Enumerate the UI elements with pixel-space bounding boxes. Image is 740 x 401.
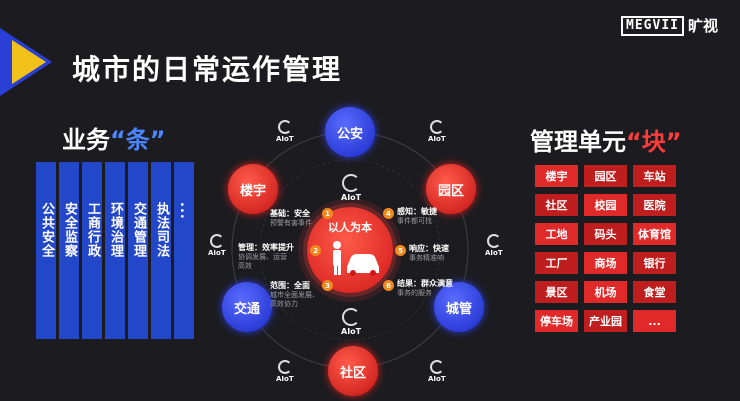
unit-cell: 停车场: [535, 310, 578, 332]
unit-cell: 产业园: [584, 310, 627, 332]
unit-cell: 车站: [633, 165, 676, 187]
feature-sub: 协调发展、运营 高效: [238, 253, 287, 270]
feature-badge: 1: [322, 208, 333, 219]
feature-badge: 3: [322, 280, 333, 291]
unit-cell: 码头: [584, 223, 627, 245]
business-column: 安全监察: [59, 162, 79, 339]
aiot-label: AIoT: [276, 375, 294, 383]
feature-head: 感知：敏捷: [397, 207, 437, 216]
node-park: 园区: [426, 164, 476, 214]
business-column-label: 环境治理: [108, 202, 123, 258]
feature-badge: 4: [383, 208, 394, 219]
unit-cell: 园区: [584, 165, 627, 187]
unit-cell: 银行: [633, 252, 676, 274]
node-urban-management: 城管: [434, 282, 484, 332]
brand-logo: MEGVII 旷视: [621, 15, 718, 36]
business-column: ...: [174, 162, 194, 339]
business-column-label: 工商行政: [85, 202, 100, 258]
business-column: 执法司法: [151, 162, 171, 339]
aiot-icon: AIoT: [428, 120, 446, 143]
feature-head: 范围：全面: [270, 281, 310, 290]
feature-sub: 事务精准响: [409, 254, 444, 262]
aiot-icon: AIoT: [276, 120, 294, 143]
aiot-label: AIoT: [341, 193, 362, 202]
feature-sub: 事件都可找: [397, 217, 432, 225]
feature-head: 基础：安全: [270, 209, 310, 218]
aiot-icon: AIoT: [208, 234, 226, 257]
business-column: 交通管理: [128, 162, 148, 339]
feature-badge: 5: [395, 245, 406, 256]
business-column: 公共安全: [36, 162, 56, 339]
brand-cn: 旷视: [687, 17, 718, 35]
node-police: 公安: [325, 107, 375, 157]
unit-grid: 楼宇 园区 车站 社区 校园 医院 工地 码头 体育馆 工厂 商场 银行 景区 …: [535, 165, 676, 332]
business-column-label: ...: [177, 202, 192, 220]
right-heading: 管理单元“块”: [530, 122, 682, 157]
left-heading: 业务“条”: [62, 120, 166, 155]
unit-cell: 食堂: [633, 281, 676, 303]
node-traffic: 交通: [222, 282, 272, 332]
city-diagram: 公安 楼宇 园区 交通 城管 社区 以人为本 AIoT AIoT AIoT AI…: [200, 100, 530, 400]
feature-result: 结果：群众满意 事务的服务: [397, 278, 459, 298]
unit-cell: 医院: [633, 194, 676, 216]
aiot-icon: AIoT: [485, 234, 503, 257]
feature-badge: 6: [383, 280, 394, 291]
aiot-label: AIoT: [276, 135, 294, 143]
unit-cell: 工厂: [535, 252, 578, 274]
aiot-icon: AIoT: [276, 360, 294, 383]
aiot-label: AIoT: [485, 249, 503, 257]
unit-cell: 商场: [584, 252, 627, 274]
business-column-label: 安全监察: [62, 202, 77, 258]
feature-head: 管理：效率提升: [238, 243, 294, 252]
unit-cell: 景区: [535, 281, 578, 303]
unit-cell: 校园: [584, 194, 627, 216]
right-heading-prefix: 管理单元: [530, 128, 626, 156]
unit-cell: 机场: [584, 281, 627, 303]
aiot-icon: AIoT: [341, 174, 361, 202]
center-circle: 以人为本: [307, 207, 393, 293]
unit-cell: 工地: [535, 223, 578, 245]
feature-head: 响应：快速: [409, 244, 449, 253]
right-heading-accent: “块”: [626, 128, 682, 156]
person-car-icon: [333, 241, 379, 276]
aiot-label: AIoT: [341, 327, 362, 336]
business-column-label: 公共安全: [39, 202, 54, 258]
center-label: 以人为本: [328, 221, 372, 234]
feature-sub: 预警有害事件: [270, 219, 312, 227]
page-title: 城市的日常运作管理: [72, 53, 343, 86]
unit-cell: 社区: [535, 194, 578, 216]
left-heading-accent: “条”: [110, 126, 166, 154]
feature-basis: 基础：安全 预警有害事件: [270, 208, 324, 228]
feature-perception: 感知：敏捷 事件都可找: [397, 206, 457, 226]
business-column-label: 交通管理: [131, 202, 146, 258]
feature-response: 响应：快速 事务精准响: [409, 243, 469, 263]
unit-cell: 楼宇: [535, 165, 578, 187]
business-column: 环境治理: [105, 162, 125, 339]
aiot-icon: AIoT: [341, 308, 361, 336]
title-triangle-yellow: [12, 40, 46, 84]
aiot-label: AIoT: [428, 375, 446, 383]
unit-cell: ...: [633, 310, 676, 332]
feature-sub: 事务的服务: [397, 289, 432, 297]
brand-logo-text: MEGVII: [621, 15, 684, 36]
aiot-label: AIoT: [208, 249, 226, 257]
node-community: 社区: [328, 346, 378, 396]
business-column: 工商行政: [82, 162, 102, 339]
aiot-label: AIoT: [428, 135, 446, 143]
unit-cell: 体育馆: [633, 223, 676, 245]
feature-scope: 范围：全面 城市全面发展、 高效协力: [270, 280, 324, 309]
left-heading-prefix: 业务: [62, 126, 110, 154]
node-building: 楼宇: [228, 164, 278, 214]
feature-management: 管理：效率提升 协调发展、运营 高效: [238, 242, 310, 271]
aiot-icon: AIoT: [428, 360, 446, 383]
business-column-label: 执法司法: [154, 202, 169, 258]
business-columns: 公共安全 安全监察 工商行政 环境治理 交通管理 执法司法 ...: [36, 162, 194, 339]
feature-sub: 城市全面发展、 高效协力: [270, 291, 319, 308]
feature-badge: 2: [310, 245, 321, 256]
feature-head: 结果：群众满意: [397, 279, 453, 288]
